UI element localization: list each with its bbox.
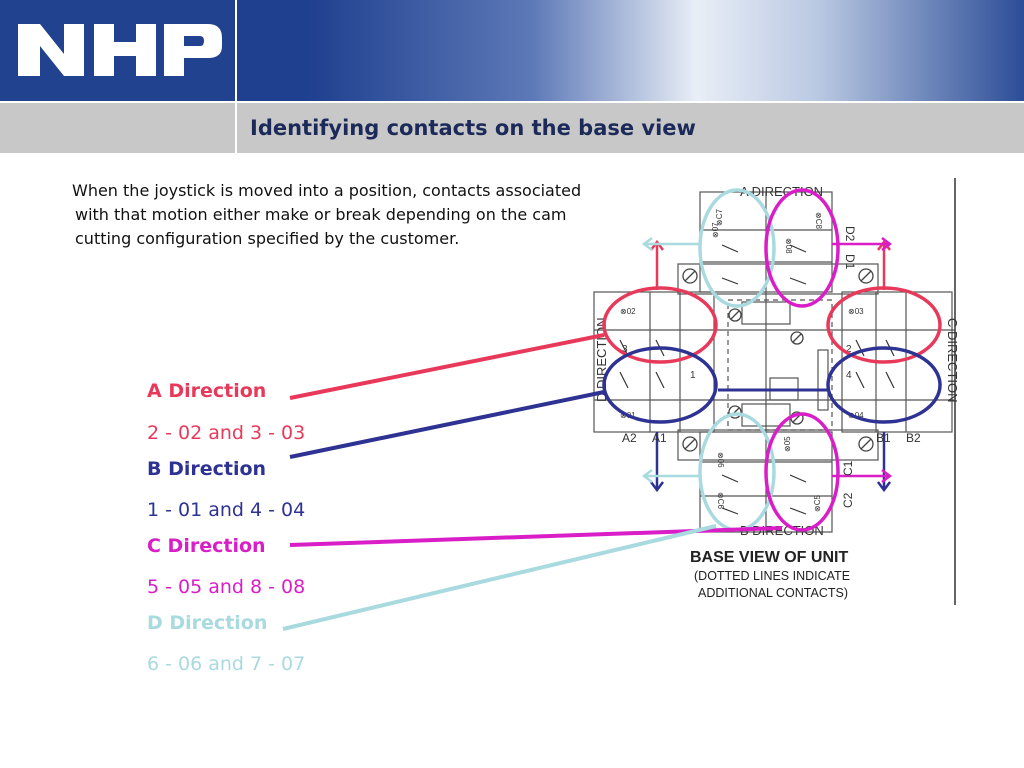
caption-title: BASE VIEW OF UNIT [690, 549, 848, 566]
connector-lines [282, 333, 828, 631]
c-direction-contacts: 5 - 05 and 8 - 08 [147, 576, 306, 598]
contact-label-02: ⊗02 [620, 307, 636, 316]
contact-label-06: ⊗06 [716, 452, 725, 468]
logo-panel [0, 0, 237, 101]
contact-number-2: 2 [846, 344, 852, 355]
title-bar-left-cell [0, 103, 237, 153]
b-direction-connector [289, 390, 605, 459]
b-direction-ellipse-left [602, 346, 718, 424]
title-bar: Identifying contacts on the base view [0, 103, 1024, 153]
contact-label-07: ⊗07 [711, 222, 720, 238]
slide-title: Identifying contacts on the base view [250, 116, 696, 140]
contact-label-08: ⊗08 [784, 238, 793, 254]
contact-label-c7: ⊗C7 [715, 209, 724, 226]
corner-label-b2: B2 [906, 431, 921, 445]
highlight-ellipses [602, 188, 942, 532]
mounting-screws [682, 268, 874, 452]
direction-arrows [641, 237, 893, 493]
header-banner [0, 0, 1024, 101]
corner-label-a2: A2 [622, 431, 637, 445]
corner-label-b1: B1 [876, 431, 891, 445]
a-direction-connector [289, 333, 605, 400]
contact-label-c6: ⊗C6 [716, 492, 725, 509]
corner-label-d2: D2 [843, 226, 857, 242]
top-direction-label: A DIRECTION [740, 184, 823, 199]
intro-text: When the joystick is moved into a positi… [72, 179, 582, 251]
d-direction-contacts: 6 - 06 and 7 - 07 [147, 653, 306, 675]
nhp-logo [18, 24, 222, 76]
contact-label-05: ⊗05 [783, 436, 792, 452]
d-direction-heading: D Direction [147, 612, 268, 634]
b-direction-heading: B Direction [147, 458, 267, 480]
d-direction-connector [282, 524, 717, 631]
a-direction-contacts: 2 - 02 and 3 - 03 [147, 422, 306, 444]
b-direction-contacts: 1 - 01 and 4 - 04 [147, 499, 306, 521]
contact-label-c5: ⊗C5 [813, 495, 822, 512]
a-direction-ellipse-left [602, 286, 718, 364]
c-direction-heading: C Direction [147, 535, 266, 557]
c-direction-ellipse-bottom [764, 412, 840, 532]
a-direction-ellipse-right [826, 286, 942, 364]
a-direction-heading: A Direction [147, 380, 267, 402]
c-direction-connector [289, 526, 783, 547]
caption-line-1: (DOTTED LINES INDICATE [694, 569, 850, 583]
contact-label-c8: ⊗C8 [814, 212, 823, 229]
contact-number-3: 3 [622, 344, 628, 355]
corner-label-d1: D1 [843, 254, 857, 270]
contact-number-1: 1 [690, 370, 696, 381]
right-direction-label: C DIRECTION [945, 318, 960, 403]
contact-number-4: 4 [846, 370, 852, 381]
corner-label-a1: A1 [652, 431, 667, 445]
intro-paragraph: When the joystick is moved into a positi… [72, 181, 582, 248]
corner-label-c2: C2 [841, 492, 855, 508]
contact-switches [619, 244, 895, 515]
d-direction-ellipse-bottom [698, 412, 776, 532]
c-direction-ellipse-top [764, 188, 840, 308]
left-direction-label: D DIRECTION [594, 318, 609, 403]
contact-label-03: ⊗03 [848, 307, 864, 316]
d-direction-ellipse-top [698, 188, 776, 308]
corner-label-c1: C1 [841, 460, 855, 476]
caption-line-2: ADDITIONAL CONTACTS) [698, 586, 848, 600]
b-direction-ellipse-right [826, 346, 942, 424]
